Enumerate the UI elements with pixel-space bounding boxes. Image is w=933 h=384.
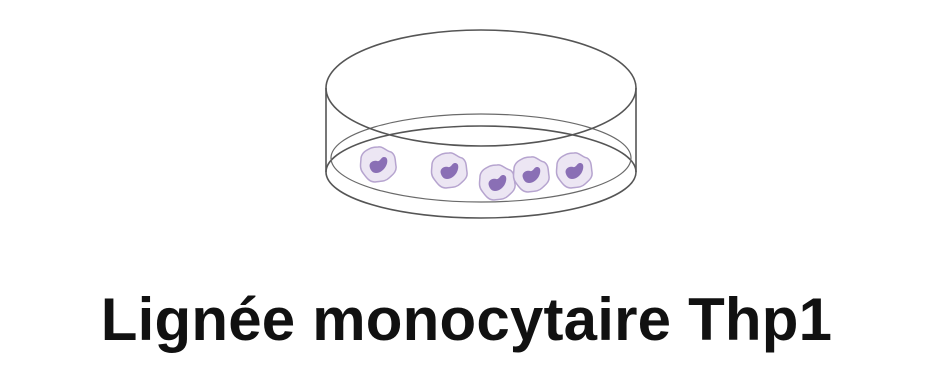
petri-dish-illustration — [0, 0, 933, 250]
caption-title: Lignée monocytaire Thp1 — [0, 280, 933, 360]
cell — [557, 153, 593, 188]
cell — [432, 153, 468, 188]
cell — [361, 147, 397, 182]
cell — [480, 165, 516, 200]
cell — [514, 157, 550, 192]
dish-top-rim — [326, 30, 636, 146]
